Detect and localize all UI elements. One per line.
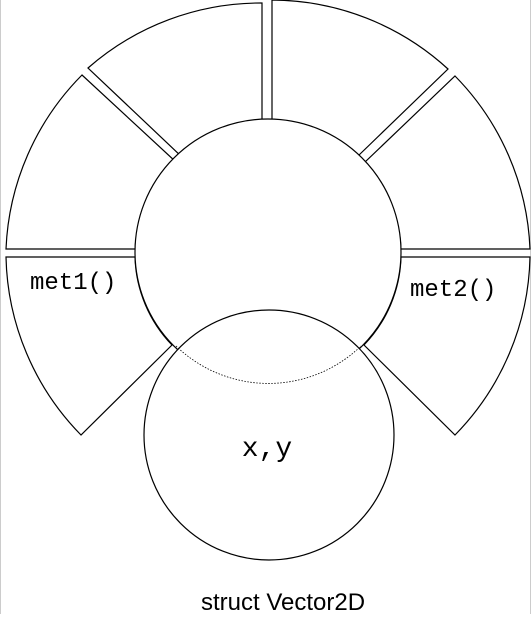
core-circle xyxy=(143,309,395,561)
diagram-caption: struct Vector2D xyxy=(201,589,365,614)
method-left-label: met1() xyxy=(30,270,116,297)
method-right-label: met2() xyxy=(410,277,496,304)
core-label: x,y xyxy=(242,434,292,465)
inner-circle-hidden-arc xyxy=(175,345,362,384)
